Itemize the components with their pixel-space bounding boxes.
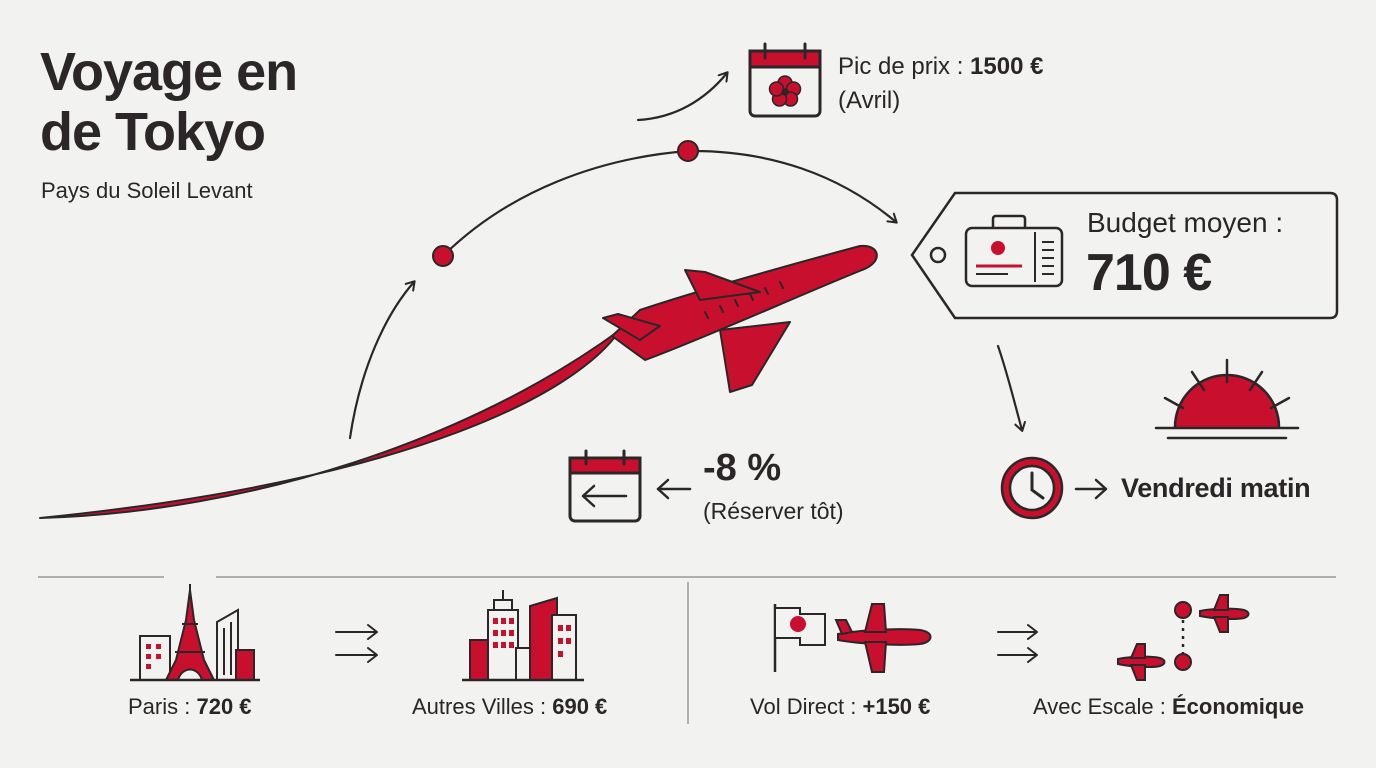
- flag-plane-icon: [773, 603, 932, 673]
- title-line-1: Voyage en: [40, 42, 298, 102]
- arrow-left-icon: [656, 478, 692, 500]
- early-booking-discount: -8 %: [703, 447, 782, 489]
- comparison-other-cities: Autres Villes : 690 €: [412, 694, 607, 720]
- title-line-2: de Tokyo: [40, 102, 266, 162]
- down-arrow-icon: [996, 344, 1026, 432]
- comparison-value: Économique: [1172, 694, 1305, 719]
- calendar-sakura-icon: [748, 42, 822, 118]
- double-arrow-icon: [335, 624, 378, 663]
- airplane-icon: [39, 244, 878, 519]
- comparison-value: +150 €: [862, 694, 931, 719]
- price-peak-text: Pic de prix : 1500 € (Avril): [838, 50, 1043, 118]
- eiffel-city-icon: [130, 584, 260, 682]
- city-buildings-icon: [462, 590, 584, 682]
- flight-path-arc: [348, 71, 898, 440]
- budget-label: Budget moyen :: [1087, 207, 1284, 238]
- best-day-label: Vendredi matin: [1121, 473, 1311, 503]
- section-divider: [38, 576, 1336, 724]
- price-peak-note: (Avril): [838, 87, 901, 114]
- double-arrow-icon-2: [997, 624, 1038, 663]
- price-peak-value: 1500 €: [970, 53, 1044, 80]
- page-title: Voyage en de Tokyo: [40, 42, 298, 162]
- comparison-paris: Paris : 720 €: [128, 694, 252, 720]
- early-booking-note: (Réserver tôt): [703, 498, 844, 524]
- clock-icon: [1000, 456, 1064, 520]
- ticket-tag-icon: [910, 191, 1339, 320]
- page-subtitle: Pays du Soleil Levant: [41, 178, 253, 203]
- comparison-value: 720 €: [196, 694, 252, 719]
- comparison-label: Avec Escale :: [1033, 694, 1172, 719]
- comparison-stopover: Avec Escale : Économique: [1033, 694, 1304, 720]
- budget-value: 710 €: [1086, 244, 1212, 302]
- comparison-label: Paris :: [128, 694, 197, 719]
- rising-sun-icon: [1154, 358, 1300, 440]
- arrow-right-icon: [1074, 478, 1108, 500]
- comparison-label: Vol Direct :: [750, 694, 863, 719]
- comparison-direct-flight: Vol Direct : +150 €: [750, 694, 930, 720]
- comparison-label: Autres Villes :: [412, 694, 553, 719]
- stopover-route-icon: [1117, 594, 1250, 681]
- comparison-value: 690 €: [552, 694, 608, 719]
- calendar-back-icon: [568, 449, 642, 523]
- price-peak-label: Pic de prix :: [838, 53, 971, 80]
